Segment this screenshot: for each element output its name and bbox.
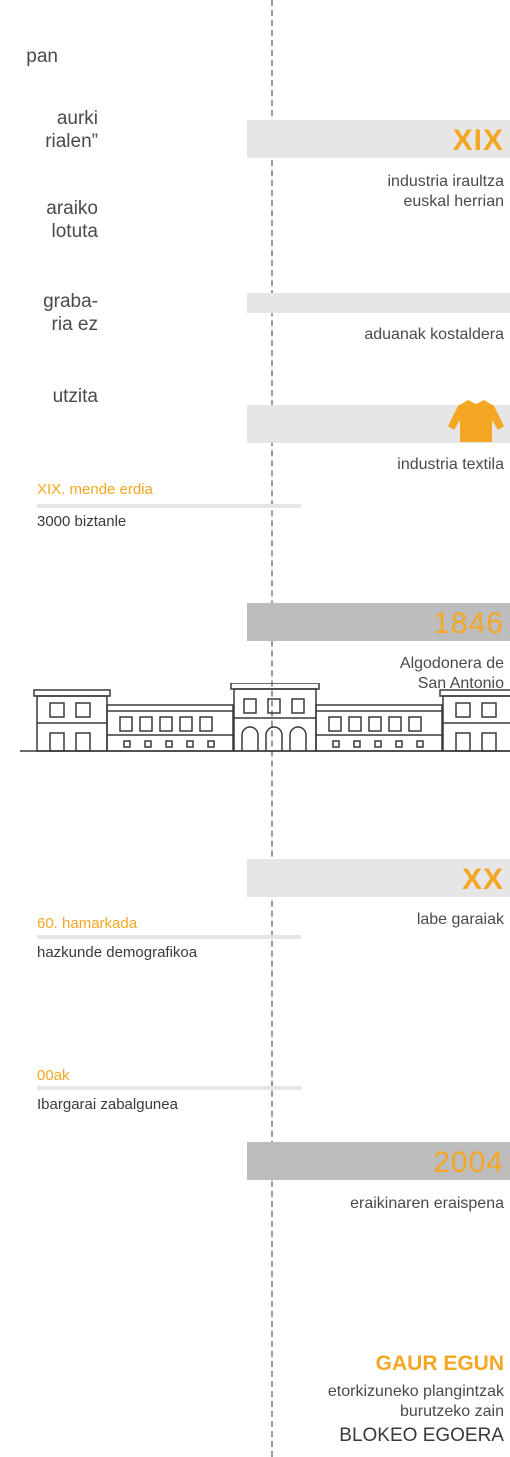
timeline-axis bbox=[271, 0, 273, 1457]
event-caption: labe garaiak bbox=[416, 911, 504, 928]
side-event-rule bbox=[37, 504, 301, 508]
caption-line: euskal herrian bbox=[403, 193, 505, 210]
timeline-bar-xix: XIX bbox=[247, 120, 510, 158]
factory-building-icon bbox=[20, 683, 510, 752]
timeline-bar-aduanak bbox=[247, 293, 510, 313]
era-label: XIX bbox=[452, 124, 504, 157]
caption-line: Algodonera de bbox=[399, 655, 504, 672]
intro-text-line: pan bbox=[26, 46, 58, 67]
event-caption: aduanak kostaldera bbox=[364, 326, 504, 343]
year-label: 2004 bbox=[433, 1146, 504, 1179]
caption-line: industria iraultza bbox=[387, 173, 505, 190]
event-caption: eraikinaren eraispena bbox=[350, 1195, 504, 1212]
timeline-bar-textila bbox=[247, 400, 510, 443]
intro-text-line: lotuta bbox=[51, 221, 98, 242]
side-event-text: Ibargarai zabalgunea bbox=[37, 1096, 178, 1113]
status-label: BLOKEO EGOERA bbox=[339, 1425, 504, 1446]
timeline-bar-1846: 1846 bbox=[247, 603, 510, 641]
gaur-egun-label: GAUR EGUN bbox=[375, 1352, 504, 1375]
caption-line: San Antonio bbox=[417, 675, 504, 692]
caption-line: burutzeko zain bbox=[399, 1403, 504, 1420]
side-event-text: hazkunde demografikoa bbox=[37, 944, 198, 961]
era-label: XX bbox=[461, 863, 504, 896]
side-event-label: XIX. mende erdia bbox=[37, 481, 153, 498]
event-caption: Algodonera de San Antonio bbox=[400, 654, 504, 694]
intro-text-line: aurki bbox=[56, 108, 98, 129]
side-event-rule bbox=[37, 935, 301, 939]
intro-text-line: araiko bbox=[46, 198, 98, 219]
side-event-text: 3000 biztanle bbox=[37, 513, 127, 530]
caption-line: etorkizuneko plangintzak bbox=[327, 1383, 504, 1400]
timeline-bar-2004: 2004 bbox=[247, 1142, 510, 1180]
side-event-label: 60. hamarkada bbox=[37, 915, 138, 932]
intro-text-line: graba- bbox=[43, 291, 98, 312]
sweater-icon bbox=[448, 400, 504, 442]
timeline-bar-xx: XX bbox=[247, 859, 510, 897]
year-label: 1846 bbox=[433, 607, 504, 640]
side-event-rule bbox=[37, 1086, 301, 1090]
intro-text-line: ria ez bbox=[51, 314, 98, 335]
intro-text-line: utzita bbox=[52, 386, 98, 407]
side-event-label: 00ak bbox=[37, 1067, 70, 1084]
event-caption: industria iraultza euskal herrian bbox=[388, 172, 505, 212]
event-caption: etorkizuneko plangintzak burutzeko zain bbox=[328, 1382, 504, 1422]
event-caption: industria textila bbox=[397, 456, 504, 473]
intro-text-line: rialen” bbox=[45, 131, 98, 152]
